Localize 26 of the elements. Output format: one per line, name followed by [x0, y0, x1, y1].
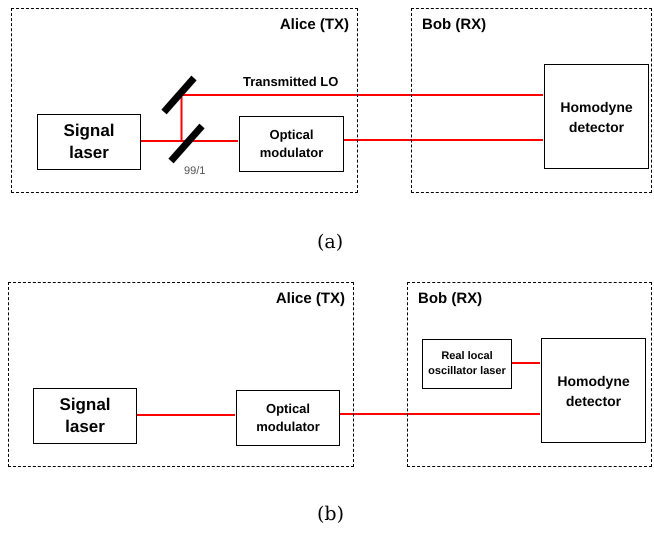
mirror	[161, 75, 197, 115]
dashed-group-box	[407, 282, 652, 467]
edge-label: Transmitted LO	[243, 73, 338, 91]
dashed-group-box	[411, 8, 652, 193]
group-title: Alice (TX)	[276, 289, 345, 309]
split-ratio-label: 99/1	[184, 165, 206, 177]
component-box: Signal laser	[37, 114, 141, 170]
component-box: Optical modulator	[236, 390, 340, 446]
laser-beam-line	[339, 413, 540, 415]
subfigure-caption: (b)	[317, 502, 344, 527]
component-box: Homodyne detector	[544, 64, 649, 169]
laser-beam-line	[140, 140, 186, 142]
laser-beam-line	[511, 362, 540, 364]
mirror	[168, 123, 205, 164]
laser-beam-line	[343, 139, 543, 141]
dashed-group-box	[8, 282, 354, 467]
group-title: Bob (RX)	[422, 15, 486, 35]
group-title: Alice (TX)	[280, 15, 349, 35]
laser-beam-line	[136, 414, 235, 416]
dashed-group-box	[11, 8, 358, 193]
component-box: Optical modulator	[239, 116, 344, 172]
group-title: Bob (RX)	[418, 289, 482, 309]
component-box: Real local oscillator laser	[422, 339, 512, 389]
subfigure-caption: (a)	[317, 230, 344, 255]
component-box: Homodyne detector	[541, 338, 646, 443]
component-box: Signal laser	[33, 388, 137, 444]
